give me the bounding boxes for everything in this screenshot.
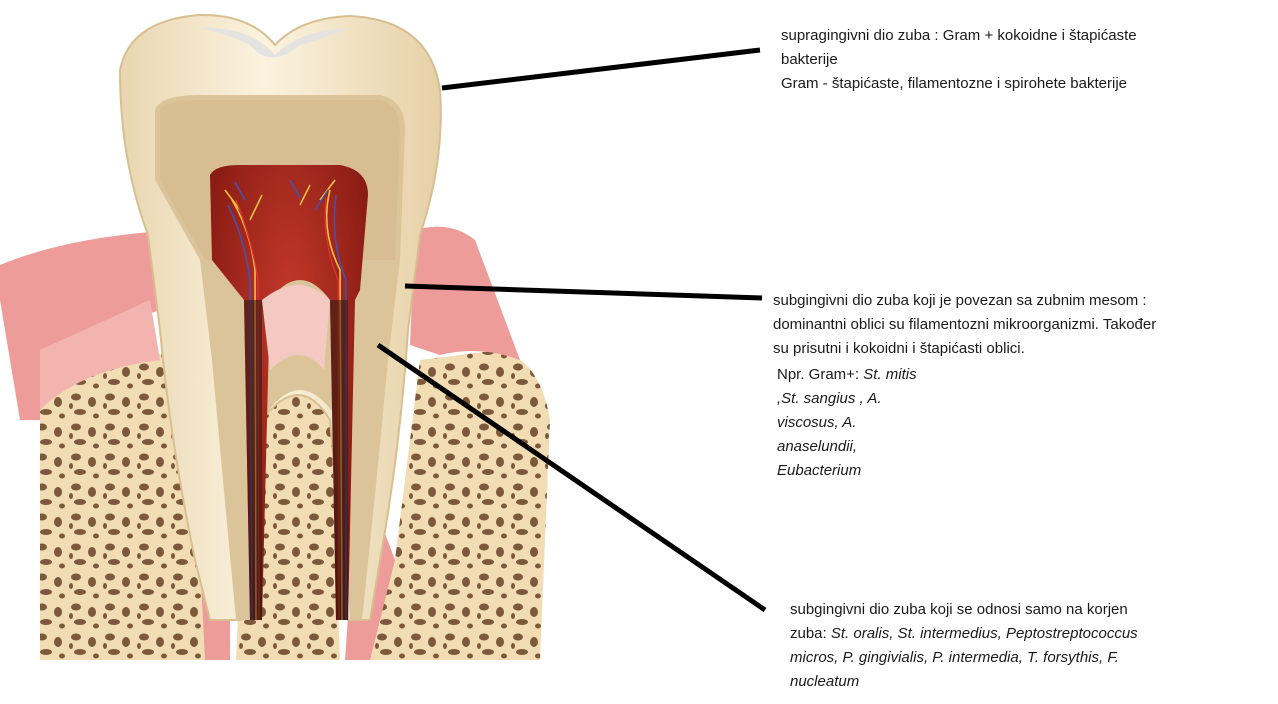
example-line1: Npr. Gram+: St. mitis (777, 363, 977, 387)
label-subgingival-gum-line3: su prisutni i kokoidni i štapićasti obli… (773, 337, 1273, 361)
example-item1: St. mitis (863, 366, 916, 383)
label-subgingival-gum-line1: subgingivni dio zuba koji je povezan sa … (773, 289, 1273, 313)
label-subgingival-root: subgingivni dio zuba koji se odnosi samo… (790, 598, 1240, 694)
label-subgingival-root-line2-italic: St. oralis, St. intermedius, Peptostrept… (831, 625, 1138, 642)
example-line2: ,St. sangius , A. (777, 387, 977, 411)
example-line5: Eubacterium (777, 459, 977, 483)
label-example-bacteria: Npr. Gram+: St. mitis ,St. sangius , A. … (777, 363, 977, 483)
label-subgingival-root-line1: subgingivni dio zuba koji se odnosi samo… (790, 598, 1240, 622)
example-prefix: Npr. Gram+: (777, 366, 863, 383)
leader-line-supragingival (442, 50, 760, 88)
label-subgingival-gum: subgingivni dio zuba koji je povezan sa … (773, 289, 1273, 361)
label-subgingival-root-line2-prefix: zuba: (790, 625, 831, 642)
example-line4: anaselundii, (777, 435, 977, 459)
label-supragingival-line2: bakterije (781, 48, 1241, 72)
example-line3: viscosus, A. (777, 411, 977, 435)
label-subgingival-root-line2: zuba: St. oralis, St. intermedius, Pepto… (790, 622, 1240, 646)
label-subgingival-gum-line2: dominantni oblici su filamentozni mikroo… (773, 313, 1273, 337)
label-subgingival-root-line4: nucleatum (790, 670, 1240, 694)
label-subgingival-root-line3: micros, P. gingivialis, P. intermedia, T… (790, 646, 1240, 670)
label-supragingival-line3: Gram - štapićaste, filamentozne i spiroh… (781, 72, 1241, 96)
label-supragingival-line1: supragingivni dio zuba : Gram + kokoidne… (781, 24, 1241, 48)
label-supragingival: supragingivni dio zuba : Gram + kokoidne… (781, 24, 1241, 96)
alveolar-bone (40, 350, 550, 660)
